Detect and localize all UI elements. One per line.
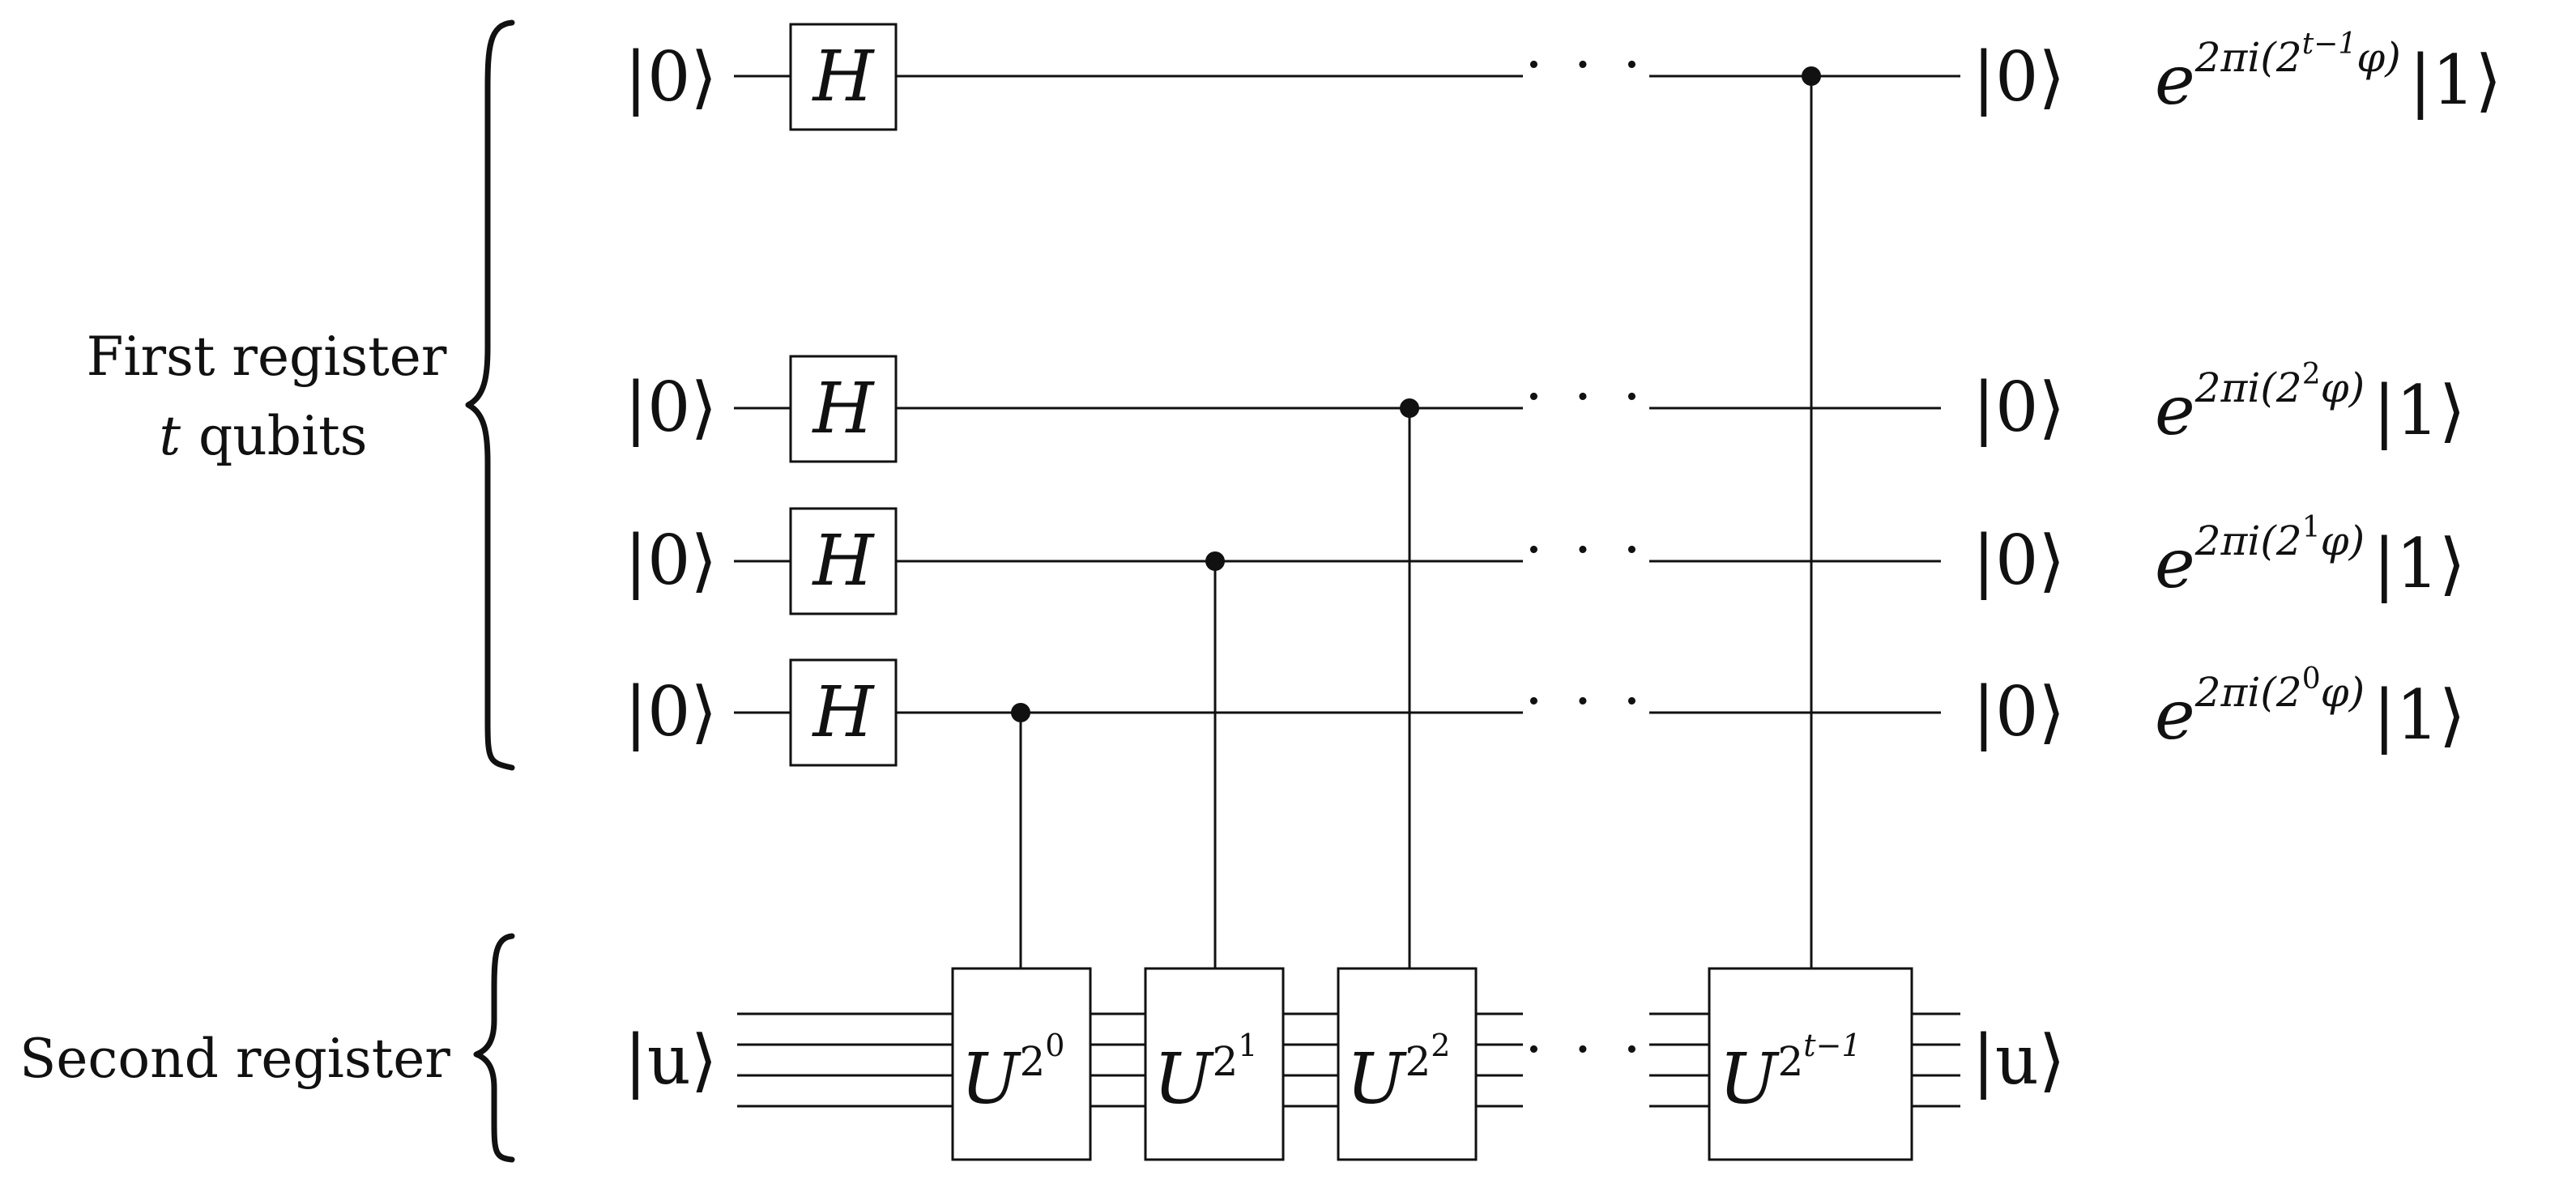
input-ket-0: |0⟩: [625, 672, 718, 751]
ellipses: · · · · · · · · · · · · · · ·: [1525, 32, 1647, 1083]
control-dot-1: [1205, 551, 1225, 571]
unitary-gate-t-1: [1708, 967, 1913, 1161]
ellipsis-1: · · ·: [1525, 517, 1647, 583]
output-phases: e2πi(2t−1φ)|1⟩ e2πi(22φ)|1⟩ e2πi(21φ)|1⟩…: [2155, 28, 2501, 755]
hadamard-gate-1: [789, 507, 898, 615]
unitary-gate-2: [1337, 967, 1478, 1161]
hadamard-label-1: H: [812, 521, 876, 602]
unitary-label-t-1: U2t−1: [1719, 1028, 1862, 1120]
control-dot-0: [1011, 703, 1030, 722]
control-dot-2: [1400, 398, 1419, 418]
ellipsis-top: · · ·: [1525, 32, 1647, 98]
unitary-gate-0: [951, 967, 1092, 1161]
output-ket-0: |0⟩: [1973, 672, 2066, 751]
input-ket-target: |u⟩: [624, 1020, 717, 1100]
hadamard-gate-0: [789, 658, 898, 767]
input-ket-2: |0⟩: [625, 368, 718, 447]
hadamard-label-2: H: [812, 368, 876, 449]
hadamard-label-top: H: [812, 36, 876, 117]
output-phase-1: e2πi(21φ)|1⟩: [2155, 511, 2466, 603]
ellipsis-target: · · ·: [1525, 1016, 1647, 1083]
hadamard-gate-top: [789, 23, 898, 131]
output-ket-top: |0⟩: [1973, 37, 2066, 117]
qubit-wires: [734, 74, 1960, 714]
unitary-gate-1: [1144, 967, 1285, 1161]
hadamard-gates: H H H H: [789, 23, 898, 767]
control-dot-t-1: [1802, 66, 1821, 86]
ellipsis-2: · · ·: [1525, 364, 1647, 430]
hadamard-label-0: H: [812, 672, 876, 753]
inputs: |0⟩ |0⟩ |0⟩ |0⟩ |u⟩: [624, 37, 717, 1100]
control-lines: [1019, 76, 1813, 968]
second-register-brace: [473, 933, 515, 1163]
input-ket-top: |0⟩: [625, 37, 718, 117]
first-register-unit: qubits: [198, 405, 368, 467]
first-register-label: First register: [87, 326, 447, 388]
outputs: |0⟩ |0⟩ |0⟩ |0⟩ |u⟩: [1972, 37, 2065, 1100]
first-register-brace: [465, 19, 515, 771]
output-phase-top: e2πi(2t−1φ)|1⟩: [2155, 28, 2501, 120]
output-phase-2: e2πi(22φ)|1⟩: [2155, 358, 2466, 450]
second-register-label: Second register: [19, 1028, 450, 1090]
output-ket-1: |0⟩: [1973, 521, 2066, 600]
hadamard-gate-2: [789, 355, 898, 463]
ellipsis-0: · · ·: [1525, 668, 1647, 734]
output-phase-0: e2πi(20φ)|1⟩: [2155, 662, 2466, 755]
control-dots: [1011, 66, 1821, 722]
input-ket-1: |0⟩: [625, 521, 718, 600]
unitary-label-2: U22: [1346, 1028, 1450, 1120]
unitary-label-1: U21: [1154, 1028, 1257, 1120]
unitary-gates: U20 U21 U22 U2t−1: [951, 967, 1913, 1161]
unitary-label-0: U20: [961, 1028, 1064, 1120]
output-ket-2: |0⟩: [1973, 368, 2066, 447]
output-ket-target: |u⟩: [1972, 1020, 2065, 1100]
first-register-var: t: [159, 405, 181, 467]
